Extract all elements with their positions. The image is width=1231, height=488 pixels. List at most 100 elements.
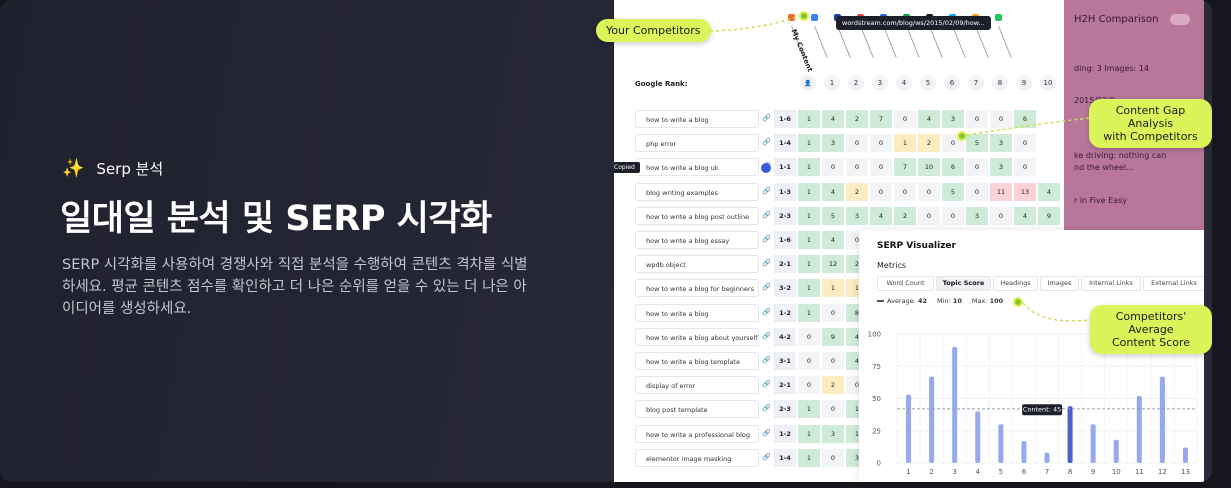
score-cell: 0 — [990, 110, 1012, 128]
copy-link-icon[interactable]: 🔗 — [762, 210, 771, 219]
site-url-line — [860, 25, 874, 58]
score-cell: 0 — [870, 158, 892, 177]
score-cell: 3 — [846, 206, 868, 225]
copy-link-icon[interactable]: 🔗 — [762, 452, 771, 461]
serp-screenshot-panel: H2H Comparison ding: 3 Images: 14 2015/0… — [614, 0, 1204, 482]
y-tick-label: 25 — [872, 427, 881, 435]
score-cell: 7 — [894, 158, 916, 177]
bar-tooltip-bg — [1022, 404, 1063, 416]
keyword-cell: how to write a blog essay — [635, 231, 759, 249]
competitor-column-header[interactable] — [949, 4, 966, 64]
score-cell: 1 — [894, 134, 916, 153]
url-tooltip: wordstream.com/blog/ws/2015/02/09/how... — [836, 16, 991, 30]
rank-range-cell: 3-2 — [774, 279, 796, 298]
keyword-cell: php error — [635, 134, 759, 153]
copy-link-icon[interactable]: 🔗 — [762, 283, 771, 292]
competitor-column-header[interactable] — [857, 4, 874, 64]
metric-tab[interactable]: Headings — [993, 276, 1038, 291]
score-cell: 0 — [822, 303, 844, 322]
metric-tab[interactable]: Word Count — [877, 276, 934, 291]
metric-tab[interactable]: Topic Score — [936, 276, 991, 291]
score-cell: 0 — [966, 182, 988, 201]
competitor-column-header[interactable] — [811, 4, 828, 64]
keyword-cell: blog post template — [635, 400, 759, 419]
bar — [1113, 439, 1119, 463]
bar — [1090, 424, 1096, 463]
metric-tab[interactable]: Images — [1040, 276, 1079, 291]
competitor-column-header[interactable] — [903, 4, 920, 64]
copy-link-icon[interactable]: 🔗 — [762, 331, 771, 340]
site-url-line — [837, 25, 851, 58]
rank-header: 3 — [872, 75, 888, 91]
score-cell: 4 — [1038, 182, 1060, 201]
copy-link-icon[interactable]: 🔗 — [762, 186, 771, 195]
keyword-cell: display of error — [635, 376, 759, 395]
y-tick-label: 75 — [872, 363, 881, 371]
my-content-rank-icon: 👤 — [800, 75, 816, 91]
x-tick-label: 12 — [1158, 468, 1167, 476]
site-url-line — [814, 25, 828, 58]
competitor-column-header[interactable] — [926, 4, 943, 64]
rank-header: 7 — [968, 75, 984, 91]
copy-link-icon[interactable]: 🔗 — [762, 138, 771, 147]
copy-link-icon[interactable]: 🔗 — [762, 380, 771, 389]
score-cell: 4 — [870, 206, 892, 225]
copy-link-icon[interactable]: 🔗 — [762, 114, 771, 122]
metric-tab[interactable]: Internal Links — [1081, 276, 1141, 291]
copy-link-icon[interactable]: 🔗 — [762, 404, 771, 413]
site-favicon-icon — [811, 14, 818, 21]
x-tick-label: 6 — [1022, 468, 1027, 476]
score-cell: 0 — [798, 352, 820, 370]
score-cell: 1 — [798, 231, 820, 249]
rank-range-cell: 1-4 — [774, 134, 796, 153]
site-url-line — [952, 25, 966, 58]
x-tick-label: 7 — [1045, 468, 1049, 476]
feature-card: ✨ Serp 분석 일대일 분석 및 SERP 시각화 SERP 시각화를 사용… — [0, 0, 1212, 482]
rank-range-cell: 2-1 — [774, 255, 796, 274]
h2h-title: H2H Comparison — [1074, 14, 1159, 25]
score-cell: 1 — [798, 255, 820, 274]
score-cell: 10 — [918, 158, 940, 177]
competitor-column-header[interactable] — [880, 4, 897, 64]
score-cell: 3 — [966, 206, 988, 225]
keyword-cell: how to write a blog about yourself — [635, 327, 759, 346]
competitor-column-header[interactable] — [972, 4, 989, 64]
x-tick-label: 2 — [929, 468, 933, 476]
h2h-line: nd the wheel... — [1074, 163, 1134, 172]
copy-link-icon[interactable]: 🔗 — [762, 428, 771, 437]
copy-active-icon[interactable] — [761, 163, 771, 173]
score-cell: 1 — [798, 206, 820, 225]
score-cell: 0 — [990, 206, 1012, 225]
score-cell: 0 — [846, 158, 868, 177]
competitor-column-header[interactable] — [834, 4, 851, 64]
copy-link-icon[interactable]: 🔗 — [762, 356, 771, 364]
sparkle-icon: ✨ — [62, 158, 85, 179]
copy-link-icon[interactable]: 🔗 — [762, 259, 771, 268]
score-cell: 0 — [870, 182, 892, 201]
bar — [975, 411, 981, 463]
score-cell: 0 — [822, 352, 844, 370]
metric-tab[interactable]: External Links — [1143, 276, 1204, 291]
h2h-toggle[interactable] — [1170, 14, 1190, 25]
score-cell: 11 — [990, 182, 1012, 201]
bar — [1159, 376, 1165, 463]
callout-dot — [1013, 297, 1023, 307]
rank-range-cell: 2-3 — [774, 206, 796, 225]
copy-link-icon[interactable]: 🔗 — [762, 307, 771, 316]
score-cell: 1 — [798, 182, 820, 201]
score-cell: 5 — [966, 134, 988, 153]
score-cell: 0 — [966, 110, 988, 128]
score-cell: 1 — [798, 279, 820, 298]
score-cell: 0 — [918, 206, 940, 225]
score-cell: 2 — [822, 376, 844, 395]
callout-average-score: Competitors' Average Content Score — [1090, 305, 1212, 354]
rank-header: 10 — [1040, 75, 1056, 91]
score-cell: 2 — [894, 206, 916, 225]
callout-your-competitors: Your Competitors — [596, 19, 711, 42]
score-cell: 0 — [822, 158, 844, 177]
copy-link-icon[interactable]: 🔗 — [762, 235, 771, 243]
score-cell: 3 — [942, 110, 964, 128]
rank-range-cell: 3-1 — [774, 352, 796, 370]
competitor-column-header[interactable] — [995, 4, 1012, 64]
